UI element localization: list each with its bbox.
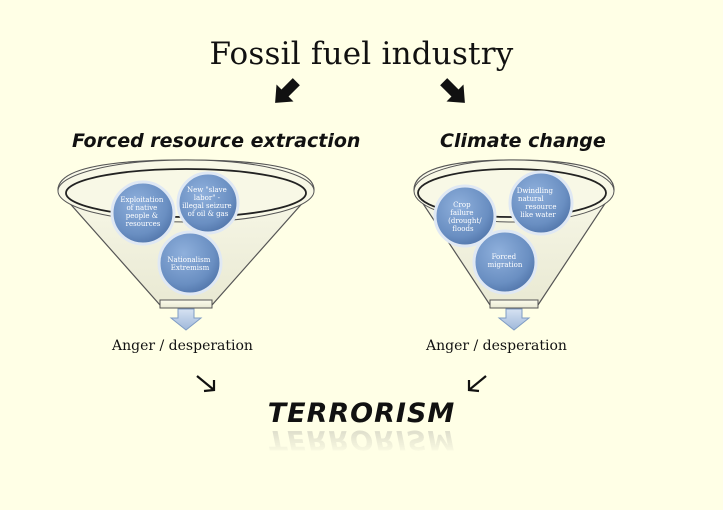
bubble-right-2: Dwindling natural resource like water: [508, 170, 574, 236]
funnel-right-output-arrow-icon: [497, 308, 531, 331]
diagram-title: Fossil fuel industry: [209, 36, 514, 72]
svg-text:Forced migration: Forced migration: [488, 253, 523, 269]
funnel-right: Crop failure (drought/ floods Dwindling …: [413, 159, 615, 331]
bubble-right-1: Crop failure (drought/ floods: [433, 184, 497, 248]
funnel-left-output-arrow-icon: [169, 308, 203, 331]
svg-text:Dwindling natural: Dwindling natural resource like water: [517, 187, 559, 219]
heading-forced-resource-extraction: Forced resource extraction: [72, 130, 361, 152]
funnel-left: Exploitation of native people & resource…: [57, 159, 315, 331]
arrow-down-right-icon: [440, 78, 465, 103]
svg-text:Exploitation of native: Exploitation of native people & resource…: [120, 196, 165, 228]
bubble-left-1: Exploitation of native people & resource…: [110, 180, 176, 246]
arrow-down-left-icon: [275, 78, 300, 103]
heading-climate-change: Climate change: [440, 130, 606, 152]
outcome-right-label: Anger / desperation: [426, 338, 567, 354]
arrow-small-down-right-icon: [196, 375, 216, 393]
svg-text:Crop failure (: Crop failure (drought/ floods: [448, 201, 484, 233]
svg-text:Nationalism Extremism: Nationalism Extremism: [167, 256, 212, 272]
svg-text:New "slave labor" -: New "slave labor" - illegal seizure of o…: [182, 186, 234, 218]
bubble-right-3: Forced migration: [472, 229, 538, 295]
outcome-left-label: Anger / desperation: [112, 338, 253, 354]
bubble-left-2: New "slave labor" - illegal seizure of o…: [176, 171, 240, 235]
arrow-small-down-left-icon: [467, 375, 487, 393]
bubble-left-3: Nationalism Extremism: [157, 230, 223, 296]
result-title: TERRORISM: [267, 398, 456, 429]
result-title-reflection: TERRORISM: [267, 424, 456, 455]
